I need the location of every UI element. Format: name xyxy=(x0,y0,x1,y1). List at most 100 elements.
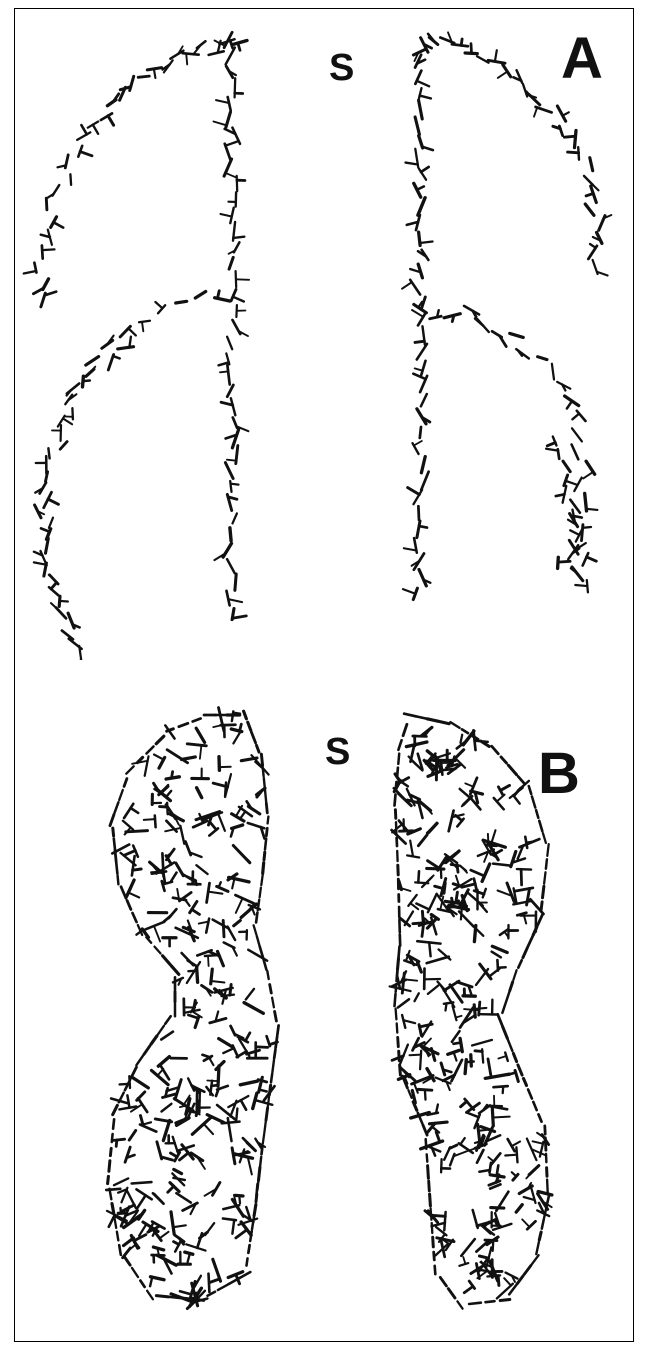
chromatid-b-left xyxy=(233,731,240,743)
chromatid-b-left-outline xyxy=(260,888,261,898)
chromatid-a-left-lower-arc xyxy=(51,583,57,589)
chromatid-b-left-outline xyxy=(163,956,171,965)
chromatid-b-right-outline xyxy=(536,810,538,818)
chromatid-b-right xyxy=(456,1016,462,1018)
chromatid-a-right-upper-arc xyxy=(586,194,593,196)
chromatid-b-right xyxy=(492,946,507,952)
chromatid-b-right-outline xyxy=(547,1194,550,1206)
chromatid-a-left-lower-arc xyxy=(63,419,72,425)
chromatid-b-right xyxy=(500,785,509,790)
chromatid-b-left-outline xyxy=(248,1245,249,1253)
chromatid-a-left-upper-arc xyxy=(93,125,98,134)
chromatid-b-right xyxy=(410,1055,422,1056)
chromatid-b-right xyxy=(452,1060,463,1081)
chromatid-b-left-outline xyxy=(267,971,268,979)
chromatid-b-right-outline xyxy=(518,777,524,784)
chromatid-b-left-outline xyxy=(268,1097,269,1108)
chromatid-b-left xyxy=(236,898,243,913)
chromatid-b-left-outline xyxy=(218,1285,227,1290)
chromatid-b-right-outline xyxy=(486,1301,495,1302)
chromatid-b-left xyxy=(186,1244,205,1250)
chromatid-a-left-spine xyxy=(214,122,227,126)
chromatid-a-left-upper-arc xyxy=(77,132,90,140)
chromatid-a-left-lower-arc xyxy=(176,301,187,303)
chromatid-a-right-tail xyxy=(575,585,587,586)
chromatid-b-right xyxy=(461,906,462,919)
chromatid-b-left xyxy=(207,883,210,902)
chromatid-b-right xyxy=(516,1205,522,1212)
chromatid-b-right-outline xyxy=(506,992,510,1004)
chromatid-b-right-outline xyxy=(423,1125,427,1135)
chromatid-a-left-spine xyxy=(227,337,232,350)
chromatid-b-left-outline xyxy=(258,900,259,910)
chromatid-a-right-lower-arc xyxy=(572,445,579,460)
chromatid-b-left-outline xyxy=(151,1036,157,1044)
chromatid-a-right-upper-arc xyxy=(563,112,569,115)
chromatid-b-right-outline xyxy=(426,1139,427,1149)
chromatid-a-right-lower-arc xyxy=(586,509,597,510)
chromatid-b-left xyxy=(196,728,204,742)
chromatid-b-right-outline xyxy=(431,1208,432,1220)
chromatid-b-left-outline xyxy=(271,1074,272,1083)
chromatid-a-left-spine xyxy=(231,398,235,415)
chromatid-b-left-outline xyxy=(165,1016,170,1024)
chromatid-b-left xyxy=(132,856,135,876)
chromatid-b-right-outline xyxy=(533,1102,536,1110)
chromatid-a-right-spine xyxy=(419,526,427,528)
chromatid-a-left-spine xyxy=(231,484,239,485)
chromatid-a-left-lower-arc xyxy=(118,347,134,349)
chromatid-a-left-upper-arc xyxy=(42,249,54,250)
chromatid-b-left xyxy=(208,892,222,894)
chromatid-a-right-spine xyxy=(404,548,417,550)
chromatid-a-left-lower-arc xyxy=(83,381,90,382)
chromatid-b-right xyxy=(526,1169,534,1178)
chromatid-b-left xyxy=(124,851,135,856)
chromatid-b-right-outline xyxy=(416,716,426,718)
chromatid-b-left xyxy=(205,955,217,956)
chromatid-b-right-outline xyxy=(510,982,513,991)
chromatid-b-right xyxy=(492,952,501,958)
chromatid-b-right xyxy=(420,1051,421,1070)
chromatid-a-left-spine xyxy=(229,257,233,269)
chromatid-a-right-upper-arc xyxy=(498,72,508,78)
chromatid-b-left-outline xyxy=(124,779,127,787)
chromatid-b-left xyxy=(238,851,250,862)
chromatid-a-right-lower-arc xyxy=(538,357,547,360)
chromatid-a-right-upper-arc xyxy=(503,65,511,77)
chromatid-a-left-spine xyxy=(237,176,238,191)
chromatid-b-right xyxy=(418,871,419,882)
chromatid-b-right xyxy=(429,942,430,956)
chromatid-a-left-upper-arc xyxy=(70,174,71,185)
chromatid-a-right-spine xyxy=(420,427,421,438)
chromatid-b-right-outline xyxy=(457,1301,462,1308)
chromatid-b-right xyxy=(410,841,413,857)
chromatid-b-left xyxy=(128,893,139,898)
panel-b: S B xyxy=(0,660,647,1349)
chromatid-a-right-spine xyxy=(415,117,419,134)
chromatid-b-right xyxy=(485,1074,509,1078)
chromatid-b-left xyxy=(193,821,207,827)
chromatid-a-left-lower-arc xyxy=(155,302,162,308)
chromatid-a-right-tail xyxy=(546,449,558,451)
chromatid-a-right-tail xyxy=(583,527,591,528)
chromatid-b-right xyxy=(454,1043,461,1044)
chromatid-b-right-outline xyxy=(440,1277,446,1286)
chromatid-b-right xyxy=(497,795,505,802)
chromatid-a-left-spine xyxy=(227,385,233,397)
chromatid-b-right xyxy=(512,1172,517,1176)
chromatid-b-right-outline xyxy=(399,946,400,957)
chromatid-b-right xyxy=(406,742,427,747)
chromatid-b-right-outline xyxy=(398,754,399,764)
chromatid-a-right-spine xyxy=(422,147,433,150)
chromatid-b-left xyxy=(200,745,202,758)
chromatid-b-right xyxy=(521,869,522,885)
chromatid-a-left-lower-arc xyxy=(218,291,220,299)
chromatid-b-left-outline xyxy=(247,1258,248,1265)
chromatid-b-left-outline xyxy=(108,1176,109,1183)
chromatid-b-right xyxy=(449,811,454,832)
chromatid-b-right-outline xyxy=(396,984,397,992)
chromatid-a-left-spine xyxy=(227,365,229,384)
chromatid-b-right xyxy=(425,729,430,735)
chromatid-b-left xyxy=(112,1139,124,1140)
chromatid-a-right-tail xyxy=(547,443,555,446)
